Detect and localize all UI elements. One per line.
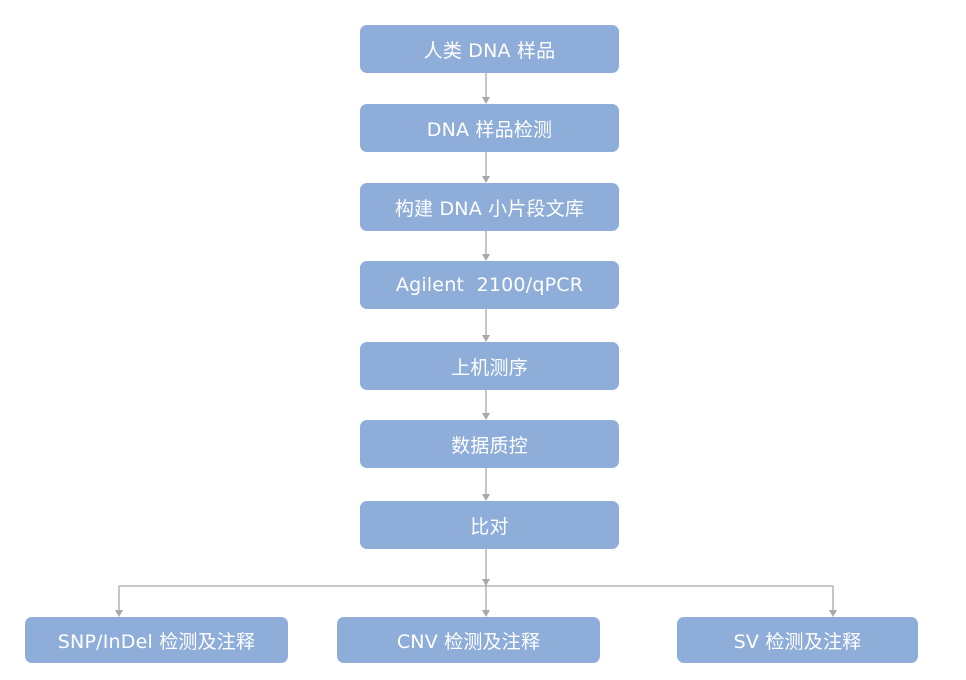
arrowhead-1 — [482, 97, 490, 104]
step-human-dna-sample: 人类 DNA 样品 — [360, 25, 619, 73]
step-sequencing: 上机测序 — [360, 342, 619, 390]
step-agilent-qpcr: Agilent 2100/qPCR — [360, 261, 619, 309]
step-dna-sample-qc: DNA 样品检测 — [360, 104, 619, 152]
arrowhead-5 — [482, 413, 490, 420]
arrowhead-6 — [482, 494, 490, 501]
arrowhead-2 — [482, 176, 490, 183]
step-alignment: 比对 — [360, 501, 619, 549]
step-data-qc: 数据质控 — [360, 420, 619, 468]
branch-arrowhead-2 — [482, 610, 490, 617]
branch-cnv: CNV 检测及注释 — [337, 617, 600, 663]
branch-sv: SV 检测及注释 — [677, 617, 918, 663]
branch-arrowhead-3 — [829, 610, 837, 617]
arrowhead-4 — [482, 335, 490, 342]
arrowhead-3 — [482, 254, 490, 261]
branch-trunk-arrowhead — [482, 579, 490, 586]
branch-arrowhead-1 — [115, 610, 123, 617]
branch-snp-indel: SNP/InDel 检测及注释 — [25, 617, 288, 663]
step-library-build: 构建 DNA 小片段文库 — [360, 183, 619, 231]
